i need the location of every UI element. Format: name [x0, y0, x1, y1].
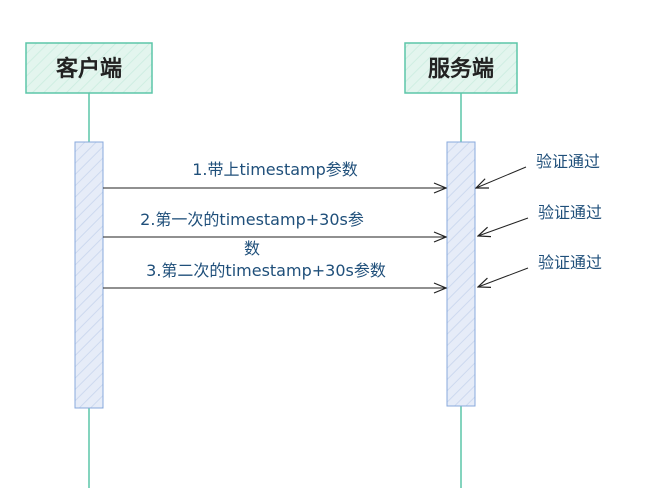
message-3-label: 3.第二次的timestamp+30s参数 — [146, 261, 386, 280]
message-2-label-line1: 2.第一次的timestamp+30s参 — [140, 210, 364, 229]
message-2: 2.第一次的timestamp+30s参 数 — [103, 210, 446, 258]
message-1: 1.带上timestamp参数 — [103, 160, 446, 188]
message-1-label: 1.带上timestamp参数 — [192, 160, 358, 179]
note-1: 验证通过 — [476, 152, 600, 188]
note-3-label: 验证通过 — [538, 253, 602, 272]
note-2-pointer — [478, 217, 529, 236]
server-activation-bar — [446, 141, 476, 407]
note-1-pointer — [476, 166, 527, 188]
server-actor-label: 服务端 — [428, 57, 494, 82]
message-3: 3.第二次的timestamp+30s参数 — [103, 261, 446, 288]
note-3: 验证通过 — [478, 253, 602, 287]
client-actor: 客户端 — [25, 42, 153, 94]
client-actor-label: 客户端 — [56, 56, 122, 82]
note-2: 验证通过 — [478, 203, 602, 236]
client-activation-bar — [74, 141, 104, 409]
note-1-label: 验证通过 — [536, 152, 600, 171]
note-2-label: 验证通过 — [538, 203, 602, 222]
note-3-pointer — [478, 267, 529, 287]
message-2-label-line2: 数 — [244, 239, 260, 258]
server-actor: 服务端 — [404, 42, 518, 94]
